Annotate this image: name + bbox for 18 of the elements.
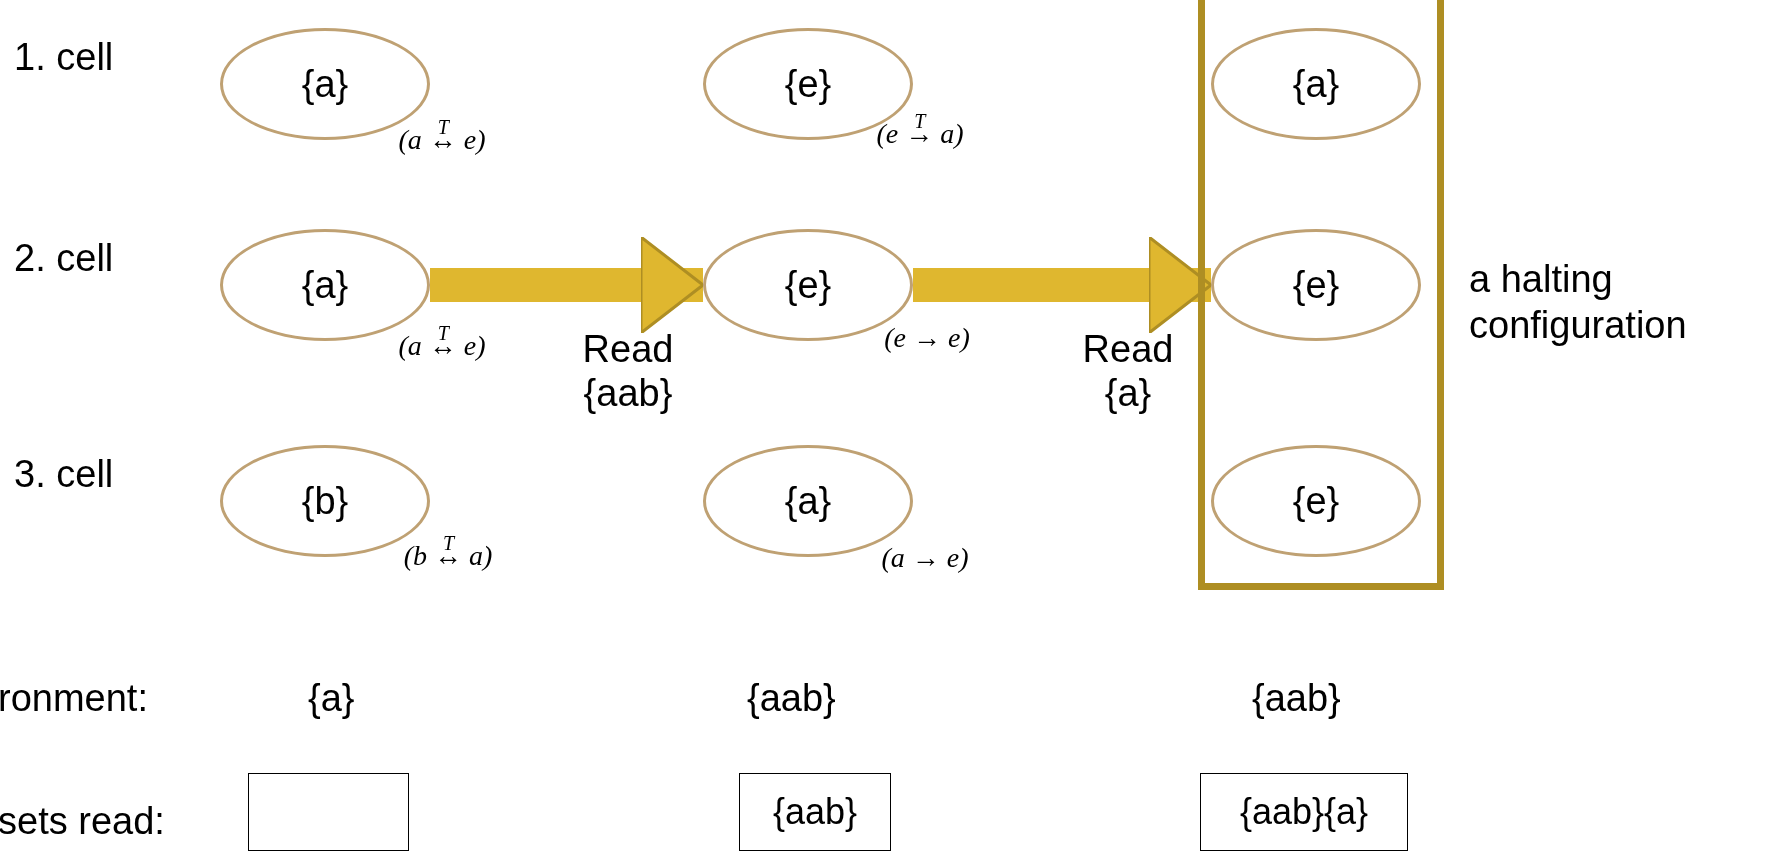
row-label: 2. cell — [14, 237, 114, 280]
block-arrow — [913, 235, 1213, 335]
read-sets-box: {aab} — [739, 773, 891, 851]
block-arrow — [430, 235, 705, 335]
row-label: 1. cell — [14, 36, 114, 79]
halting-caption: a halting configuration — [1469, 257, 1688, 348]
read-sets-box: {aab}{a} — [1200, 773, 1408, 851]
empty-box — [248, 773, 409, 851]
text-label: {aab} — [1252, 677, 1341, 720]
edge-label: Read {aab} — [581, 328, 675, 416]
cell-ellipse: {e} — [1211, 445, 1421, 557]
text-label: {aab} — [747, 677, 836, 720]
edge-label: Read {a} — [1081, 328, 1175, 416]
text-label: ronment: — [0, 677, 148, 720]
row-label: 3. cell — [14, 453, 114, 496]
text-label: {a} — [308, 677, 355, 720]
cell-ellipse: {a} — [1211, 28, 1421, 140]
cell-ellipse: {e} — [1211, 229, 1421, 341]
